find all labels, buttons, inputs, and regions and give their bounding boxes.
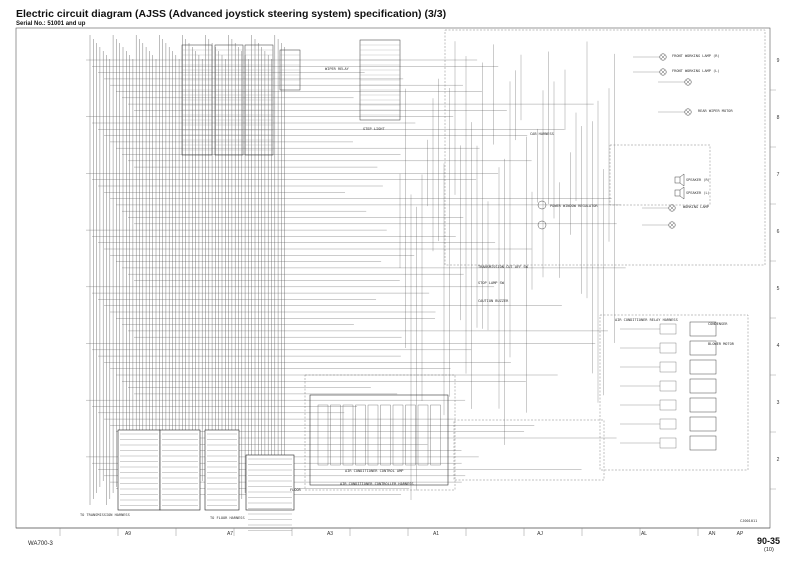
component-label: FLOOR [290,488,302,492]
serial-number: Serial No.: 51001 and up [16,21,86,27]
relay-connector [659,380,677,392]
relay-connector [659,437,677,449]
component-label: FRONT WORKING LAMP (L) [672,69,720,73]
grid-column-label: A9 [125,531,131,537]
harness-zone [304,374,456,491]
harness-zone [609,144,711,206]
amp-pin-column [330,404,341,466]
relay [689,321,717,337]
component-label: AIR CONDITIONER CONTROL AMP [345,469,403,473]
component-label: WORKING LAMP [683,205,709,209]
grid-column-label: AJ [537,531,543,537]
amp-pin-column [317,404,329,466]
relay [689,416,717,432]
component-layer [117,29,766,531]
amp-pin-column [342,404,354,466]
component-label: AIR CONDITIONER CONTROLLER HARNESS [340,482,414,486]
lamp-symbol [684,108,692,116]
amp-pin-column [430,404,441,466]
amp-pin-column [405,404,416,466]
speaker-symbol [674,176,681,184]
grid-row-label: 2 [777,457,780,463]
motor-symbol [537,200,547,210]
amp-pin-column [417,404,429,466]
amp-pin-column [355,404,366,466]
page-number: 90-35 [757,536,781,546]
page-title: Electric circuit diagram (AJSS (Advanced… [16,8,447,20]
harness-zone [444,29,766,266]
grid-row-label: 9 [777,58,780,64]
amp-pin-column [392,404,404,466]
lamp-symbol [668,204,676,212]
lamp-cross [669,205,675,211]
lamp-cross [660,54,666,60]
grid-column-label: AN [709,531,716,537]
grid-row-label: 4 [777,343,780,349]
lamp-cross [685,109,691,115]
grid-column-label: A1 [433,531,439,537]
connector-block [245,454,295,511]
connector-block [117,429,161,511]
grid-row-label: 6 [777,229,780,235]
grid-column-label: AP [737,531,744,537]
component-label: FRONT WORKING LAMP (R) [672,54,720,58]
grid-column-label: A7 [227,531,233,537]
ac-control-amp [309,394,449,486]
component-label: CAB HARNESS [530,132,554,136]
amp-pin-column [380,404,391,466]
speaker-symbol [674,189,681,197]
component-label: SPEAKER (R) [686,178,710,182]
speaker-cone [679,173,685,187]
component-label: TO TRANSMISSION HARNESS [80,513,130,517]
component-label: STOP LAMP SW [478,281,505,285]
grid-column-label: AL [641,531,647,537]
model-number: WA700-3 [28,541,53,547]
component-label: AIR CONDITIONER RELAY HARNESS [615,318,678,322]
lamp-cross [685,79,691,85]
lamp-symbol [659,68,667,76]
relay [689,340,717,356]
component-label: CONDENSER [708,322,728,326]
lamp-cross [669,222,675,228]
relay [689,378,717,394]
component-label: CJ001011 [740,519,757,523]
relay-connector [659,418,677,430]
component-label: POWER WINDOW REGULATOR [550,204,598,208]
page-subnumber: (10) [764,547,774,553]
motor-symbol [537,220,547,230]
grid-column-label: A3 [327,531,333,537]
connector-block [159,429,201,511]
lamp-symbol [668,221,676,229]
relay-connector [659,342,677,354]
harness-zone [453,419,605,481]
grid-row-label: 5 [777,286,780,292]
component-label: WIPER RELAY [325,67,350,71]
grid-row-label: 7 [777,172,780,178]
connector-block [204,429,240,511]
relay-connector [659,361,677,373]
component-label: TRANSMISSION CUT OFF SW [478,265,529,269]
grid-row-label: 3 [777,400,780,406]
relay-connector [659,323,677,335]
amp-pin-column [367,404,379,466]
lamp-cross [660,69,666,75]
component-label: STEP LIGHT [363,127,385,131]
component-label: REAR WIPER MOTOR [698,109,733,113]
grid-row-label: 8 [777,115,780,121]
component-label: BLOWER MOTOR [708,342,735,346]
harness-zone [599,314,749,471]
relay [689,359,717,375]
lamp-symbol [659,53,667,61]
speaker-cone [679,186,685,200]
component-label: CAUTION BUZZER [478,299,509,303]
component-label: SPEAKER (L) [686,191,710,195]
relay [689,397,717,413]
relay [689,435,717,451]
label-layer: FRONT WORKING LAMP (R) FRONT WORKING LAMP… [80,54,757,523]
relay-connector [659,399,677,411]
component-label: TO FLOOR HARNESS [210,516,245,520]
lamp-symbol [684,78,692,86]
grid-frame: A9 A7 A3 A1 AJ AL AN AP 9 8 7 6 5 4 3 2 [15,27,780,537]
